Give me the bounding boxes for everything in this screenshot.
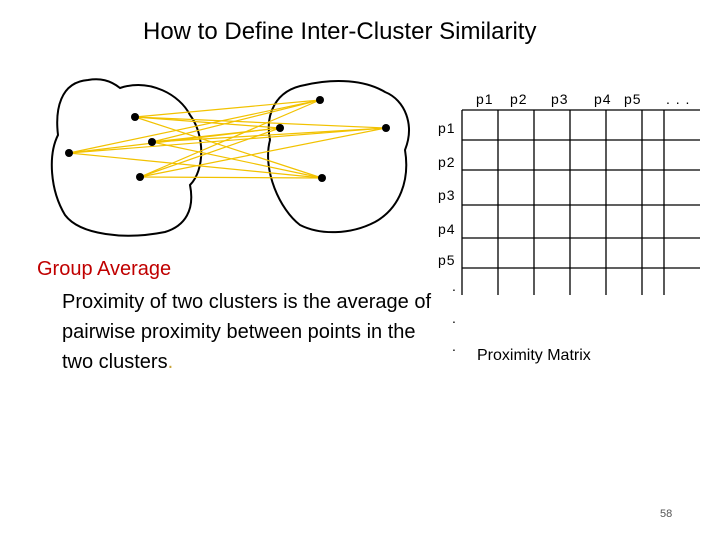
group-average-heading: Group Average <box>37 258 171 281</box>
cluster-2-point <box>318 174 326 182</box>
description-line: two clusters. <box>62 351 173 374</box>
matrix-row-continuation: . <box>452 310 456 326</box>
matrix-row-header: p5 <box>438 252 456 268</box>
description-line: Proximity of two clusters is the average… <box>62 291 431 314</box>
matrix-column-header: p5 <box>624 91 642 107</box>
matrix-column-header: p2 <box>510 91 528 107</box>
cluster-1-point <box>65 149 73 157</box>
cluster-2-point <box>382 124 390 132</box>
cluster-1-point <box>148 138 156 146</box>
matrix-row-header: p4 <box>438 221 456 237</box>
description-line: pairwise proximity between points in the <box>62 321 416 344</box>
cluster-1-point <box>136 173 144 181</box>
matrix-column-header: p4 <box>594 91 612 107</box>
cluster-1-point <box>131 113 139 121</box>
description-period: . <box>168 351 174 373</box>
cluster-2-point <box>276 124 284 132</box>
matrix-column-header: p1 <box>476 91 494 107</box>
proximity-matrix-caption: Proximity Matrix <box>477 347 591 365</box>
matrix-row-header: p2 <box>438 154 456 170</box>
description-text: two clusters <box>62 351 168 373</box>
matrix-row-header: p3 <box>438 187 456 203</box>
matrix-row-continuation: . <box>452 338 456 354</box>
page-number: 58 <box>660 508 672 520</box>
matrix-column-header: . . . <box>666 91 690 107</box>
matrix-row-header: p1 <box>438 120 456 136</box>
matrix-row-continuation: . <box>452 278 456 294</box>
matrix-column-header: p3 <box>551 91 569 107</box>
cluster-2-point <box>316 96 324 104</box>
